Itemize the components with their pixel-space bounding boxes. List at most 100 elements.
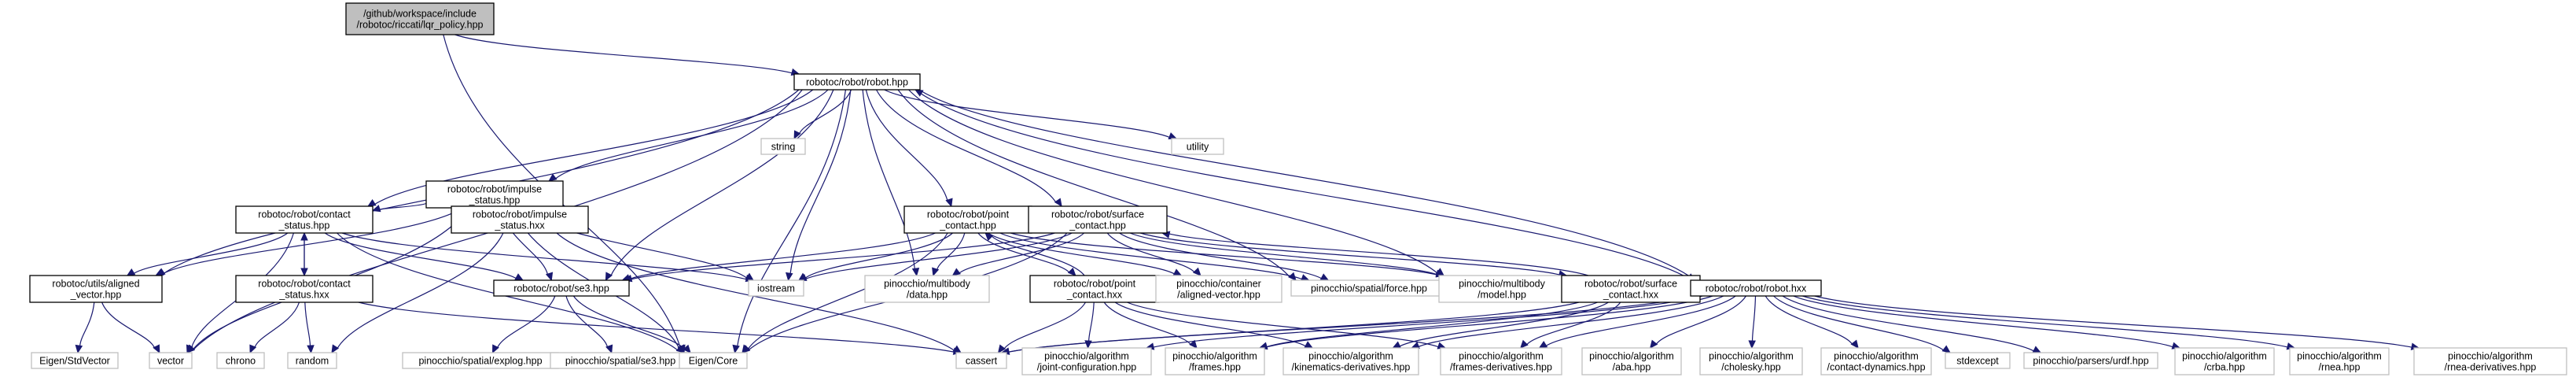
- node-label: pinocchio/spatial/explog.hpp: [418, 356, 542, 367]
- edge-arrowhead: [1850, 339, 1859, 349]
- node-label: /frames.hpp: [1189, 362, 1241, 373]
- node-rnea-deriv: pinocchio/algorithm/rnea-derivatives.hpp: [2413, 347, 2567, 375]
- node-box: [1021, 347, 1152, 375]
- node-joint-config: pinocchio/algorithm/joint-configuration.…: [1021, 347, 1152, 375]
- node-robot-hxx[interactable]: robotoc/robot/robot.hxx: [1690, 279, 1822, 297]
- node-contact-hpp[interactable]: robotoc/robot/contact_status.hpp: [235, 205, 374, 234]
- edge-arrowhead: [951, 268, 961, 276]
- edge-line: [1525, 301, 1621, 346]
- edge-arrowhead: [300, 231, 308, 241]
- node-point-hxx[interactable]: robotoc/robot/point_contact.hxx: [1029, 275, 1160, 303]
- edge-arrowhead: [514, 273, 524, 281]
- node-box: [149, 352, 193, 369]
- edge-arrowhead: [331, 344, 340, 354]
- node-label: pinocchio/algorithm: [2182, 351, 2267, 362]
- node-label: /data.hpp: [907, 290, 948, 301]
- node-impulse-hxx[interactable]: robotoc/robot/impulse_status.hxx: [451, 205, 589, 234]
- node-box: [2289, 347, 2390, 375]
- node-label: Eigen/StdVector: [39, 356, 110, 367]
- node-box: [1581, 347, 1682, 375]
- node-box: [1820, 347, 1932, 375]
- node-box: [903, 205, 1032, 234]
- node-surface-hxx[interactable]: robotoc/robot/surface_contact.hxx: [1561, 275, 1701, 303]
- edge-line: [862, 89, 915, 270]
- edge-line: [341, 232, 748, 280]
- edge-robot-hxx-to-aba: [1649, 295, 1746, 349]
- edge-line: [572, 295, 686, 350]
- node-label: robotoc/robot/robot.hxx: [1706, 283, 1807, 294]
- node-kin-deriv: pinocchio/algorithm/kinematics-derivativ…: [1282, 347, 1419, 375]
- edge-line: [1003, 301, 1087, 350]
- edge-line: [1168, 233, 1588, 276]
- edge-surface-hxx-to-frames-deriv: [1519, 301, 1621, 349]
- node-box: [287, 352, 337, 369]
- edge-arrowhead: [1084, 340, 1092, 350]
- edge-robot-hpp-to-impulse-hpp: [548, 89, 829, 182]
- node-label: /contact-dynamics.hpp: [1827, 362, 1925, 373]
- edge-line: [875, 89, 1057, 204]
- edge-arrowhead: [126, 268, 136, 276]
- edge-arrowhead: [997, 344, 1006, 353]
- edge-point-hxx-to-point-hpp: [984, 232, 1085, 276]
- edge-line: [937, 232, 966, 271]
- node-robot-hpp[interactable]: robotoc/robot/robot.hpp: [793, 73, 921, 91]
- edge-point-hxx-to-cassert: [997, 301, 1087, 353]
- node-stdvector: Eigen/StdVector: [31, 352, 119, 369]
- node-label: robotoc/robot/impulse: [447, 184, 542, 195]
- node-label: robotoc/robot/contact: [258, 209, 351, 220]
- edge-robot-hpp-to-model: [908, 89, 1444, 276]
- node-surface-hpp[interactable]: robotoc/robot/surface_contact.hpp: [1028, 205, 1168, 234]
- edge-line: [747, 232, 948, 350]
- node-box: [864, 275, 990, 303]
- node-label: robotoc/robot/contact: [258, 279, 351, 290]
- node-impulse-hpp[interactable]: robotoc/robot/impulse_status.hpp: [425, 180, 564, 209]
- node-point-hpp[interactable]: robotoc/robot/point_contact.hpp: [903, 205, 1032, 234]
- edge-robot-hpp-to-string: [793, 89, 852, 140]
- edge-arrowhead: [1189, 339, 1198, 349]
- edge-arrowhead: [545, 272, 554, 282]
- edge-robot-hxx-to-crba: [1793, 295, 2181, 350]
- edge-line: [565, 295, 609, 348]
- node-label: utility: [1187, 142, 1209, 153]
- node-box: [1282, 347, 1419, 375]
- edge-arrowhead: [1054, 198, 1062, 208]
- node-iostream: iostream: [748, 279, 804, 297]
- node-aligned-hpp[interactable]: robotoc/utils/aligned_vector.hpp: [29, 275, 163, 303]
- edge-contact-hxx-to-cassert: [358, 301, 962, 355]
- edge-se3-hpp-to-eigen-core: [572, 295, 691, 353]
- edge-robot-hpp-to-eigen-core: [732, 89, 846, 354]
- node-contact-hxx[interactable]: robotoc/robot/contact_status.hxx: [235, 275, 374, 303]
- node-se3-hpp[interactable]: robotoc/robot/se3.hpp: [493, 279, 630, 297]
- edge-arrowhead: [1392, 341, 1401, 349]
- node-label: /rnea.hpp: [2319, 362, 2361, 373]
- node-label: _status.hxx: [278, 290, 329, 301]
- edge-impulse-hxx-to-random: [331, 232, 504, 354]
- edge-surface-hpp-to-se3-hpp: [623, 232, 1055, 283]
- node-box: [2413, 347, 2567, 375]
- edge-robot-hpp-to-surface-hpp: [875, 89, 1062, 208]
- edge-point-hpp-to-mb-data: [932, 232, 966, 277]
- node-box: [1440, 347, 1562, 375]
- edge-point-hpp-to-point-hxx: [977, 232, 1076, 276]
- edge-arrowhead: [1538, 340, 1548, 349]
- node-label: /github/workspace/include: [363, 9, 477, 20]
- edge-line: [1265, 295, 1713, 348]
- edge-arrowhead: [683, 344, 691, 353]
- edge-arrowhead: [911, 268, 920, 277]
- edge-line: [804, 232, 1073, 280]
- node-box: [235, 205, 374, 234]
- edge-line: [496, 295, 556, 349]
- edge-line: [1773, 295, 1945, 351]
- node-label: /cholesky.hpp: [1721, 362, 1781, 373]
- node-label: _status.hpp: [469, 195, 521, 206]
- edge-surface-hxx-to-frames: [1258, 301, 1598, 350]
- node-box: [1028, 205, 1168, 234]
- edge-contact-hxx-to-chrono: [249, 301, 300, 354]
- node-lqr-policy[interactable]: /github/workspace/include/robotoc/riccat…: [345, 2, 495, 35]
- edge-arrowhead: [307, 345, 315, 354]
- edge-line: [454, 34, 793, 74]
- edge-line: [1106, 232, 1195, 273]
- node-label: /aligned-vector.hpp: [1177, 290, 1260, 301]
- node-eigen-core: Eigen/Core: [679, 352, 748, 369]
